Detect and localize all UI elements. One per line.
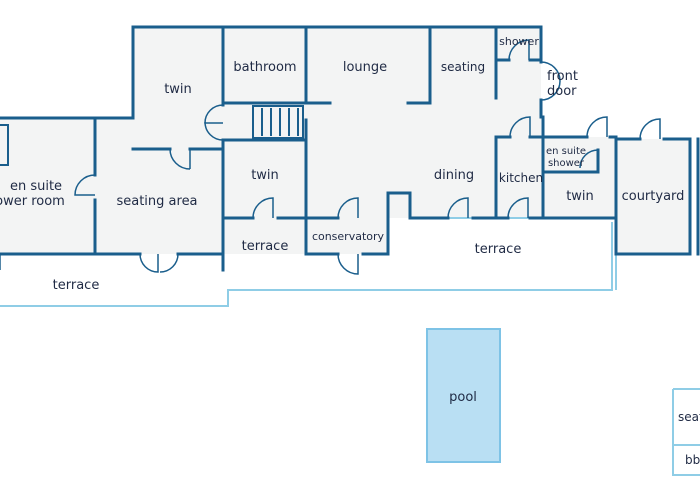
label-en-suite-shower-1: en suite [546, 146, 586, 157]
label-pool: pool [449, 390, 477, 405]
label-terrace-right: terrace [475, 242, 522, 257]
label-seat-partial: seat [678, 410, 700, 424]
stairs [252, 105, 304, 139]
label-front-door-2: door [547, 84, 577, 99]
terrace-outline [0, 222, 613, 307]
label-twin-right: twin [566, 189, 594, 204]
label-shower: shower [499, 35, 539, 48]
label-bbq-partial: bb [685, 453, 700, 467]
label-seating-area: seating area [116, 194, 197, 209]
label-en-suite-shower-room-2: ower room [0, 194, 65, 209]
label-terrace-left: terrace [53, 278, 100, 293]
room-floors [0, 27, 690, 254]
label-en-suite-shower-2: shower [548, 158, 585, 169]
shower-fixture [0, 124, 9, 166]
label-conservatory: conservatory [312, 230, 385, 243]
label-kitchen: kitchen [499, 171, 543, 185]
label-dining: dining [434, 168, 474, 183]
door-swings [0, 39, 661, 275]
label-front-door-1: front [547, 69, 578, 84]
label-bathroom: bathroom [233, 60, 296, 75]
label-lounge: lounge [343, 60, 387, 75]
label-twin-middle: twin [251, 168, 279, 183]
pool [426, 328, 501, 463]
walls [0, 25, 700, 272]
label-en-suite-shower-room-1: en suite [10, 179, 62, 194]
label-courtyard: courtyard [622, 189, 685, 204]
label-twin-top: twin [164, 82, 192, 97]
label-terrace-middle: terrace [242, 239, 289, 254]
room-labels: twin bathroom lounge seating shower fron… [0, 35, 700, 467]
label-seating: seating [441, 60, 485, 74]
